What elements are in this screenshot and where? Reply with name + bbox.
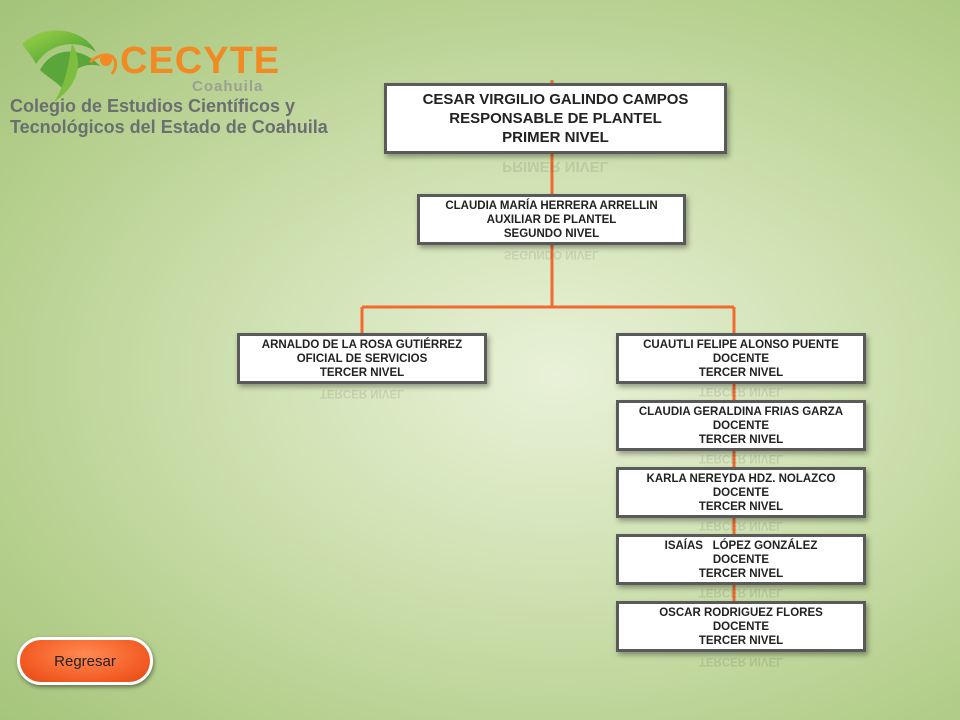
node-second-reflection: SEGUNDO NIVEL	[417, 247, 686, 261]
reflection-text: PRIMER NIVEL	[502, 158, 609, 175]
cecyte-logo: CECYTE Coahuila	[14, 22, 284, 162]
node-role: DOCENTE	[712, 352, 770, 365]
node-name: CLAUDIA MARÍA HERRERA ARRELLIN	[445, 199, 658, 212]
reflection-text: TERCER NIVEL	[698, 520, 784, 531]
reflection-text: TERCER NIVEL	[698, 655, 784, 667]
cecyte-swirl-icon	[22, 30, 118, 102]
node-role: AUXILIAR DE PLANTEL	[486, 213, 617, 226]
brand-wordmark: CECYTE	[120, 40, 281, 82]
organization-name-line2: Tecnológicos del Estado de Coahuila	[10, 117, 328, 137]
node-level: TERCER NIVEL	[319, 366, 405, 379]
node-role: DOCENTE	[712, 553, 770, 566]
org-node-staff: OSCAR RODRIGUEZ FLORES DOCENTE TERCER NI…	[616, 601, 866, 652]
org-node-top: CESAR VIRGILIO GALINDO CAMPOS RESPONSABL…	[384, 83, 727, 154]
org-node-staff: KARLA NEREYDA HDZ. NOLAZCO DOCENTE TERCE…	[616, 467, 866, 518]
org-node-staff: ISAÍAS LÓPEZ GONZÁLEZ DOCENTE TERCER NIV…	[616, 534, 866, 585]
node-role: DOCENTE	[712, 486, 770, 499]
back-button[interactable]: Regresar	[17, 637, 153, 685]
back-button-label: Regresar	[54, 652, 116, 670]
node-name: KARLA NEREYDA HDZ. NOLAZCO	[646, 472, 836, 485]
org-node-staff: CUAUTLI FELIPE ALONSO PUENTE DOCENTE TER…	[616, 333, 866, 384]
organization-name-line1: Colegio de Estudios Científicos y	[10, 96, 296, 116]
node-level: TERCER NIVEL	[698, 567, 784, 580]
node-staff-reflection: TERCER NIVEL	[616, 520, 866, 532]
reflection-text: SEGUNDO NIVEL	[503, 248, 600, 260]
node-name: ISAÍAS LÓPEZ GONZÁLEZ	[664, 539, 818, 552]
node-level: SEGUNDO NIVEL	[503, 227, 600, 240]
node-level: TERCER NIVEL	[698, 500, 784, 513]
node-role: DOCENTE	[712, 620, 770, 633]
reflection-text: TERCER NIVEL	[698, 587, 784, 598]
node-name: ARNALDO DE LA ROSA GUTIÉRREZ	[261, 338, 463, 351]
node-staff-reflection: TERCER NIVEL	[616, 453, 866, 465]
node-name: CUAUTLI FELIPE ALONSO PUENTE	[643, 338, 839, 351]
node-staff-reflection: TERCER NIVEL	[616, 654, 866, 668]
org-node-staff: CLAUDIA GERALDINA FRIAS GARZA DOCENTE TE…	[616, 400, 866, 451]
node-top-reflection: PRIMER NIVEL	[384, 156, 727, 176]
node-level: TERCER NIVEL	[698, 634, 784, 647]
brand-region: Coahuila	[192, 78, 264, 95]
node-role: RESPONSABLE DE PLANTEL	[449, 110, 662, 127]
org-node-second: CLAUDIA MARÍA HERRERA ARRELLIN AUXILIAR …	[417, 194, 686, 245]
org-node-left: ARNALDO DE LA ROSA GUTIÉRREZ OFICIAL DE …	[237, 333, 487, 384]
reflection-text: TERCER NIVEL	[698, 453, 784, 464]
node-name: OSCAR RODRIGUEZ FLORES	[659, 606, 823, 619]
reflection-text: TERCER NIVEL	[319, 387, 405, 399]
node-level: TERCER NIVEL	[698, 433, 784, 446]
node-role: DOCENTE	[712, 419, 770, 432]
organization-name: Colegio de Estudios Científicos y Tecnol…	[10, 96, 328, 138]
node-staff-reflection: TERCER NIVEL	[616, 386, 866, 398]
node-level: PRIMER NIVEL	[502, 129, 609, 146]
node-name: CESAR VIRGILIO GALINDO CAMPOS	[422, 91, 689, 108]
reflection-text: TERCER NIVEL	[698, 386, 784, 397]
node-left-reflection: TERCER NIVEL	[237, 386, 487, 400]
node-name: CLAUDIA GERALDINA FRIAS GARZA	[638, 405, 844, 418]
node-role: OFICIAL DE SERVICIOS	[296, 352, 428, 365]
node-staff-reflection: TERCER NIVEL	[616, 587, 866, 599]
node-level: TERCER NIVEL	[698, 366, 784, 379]
